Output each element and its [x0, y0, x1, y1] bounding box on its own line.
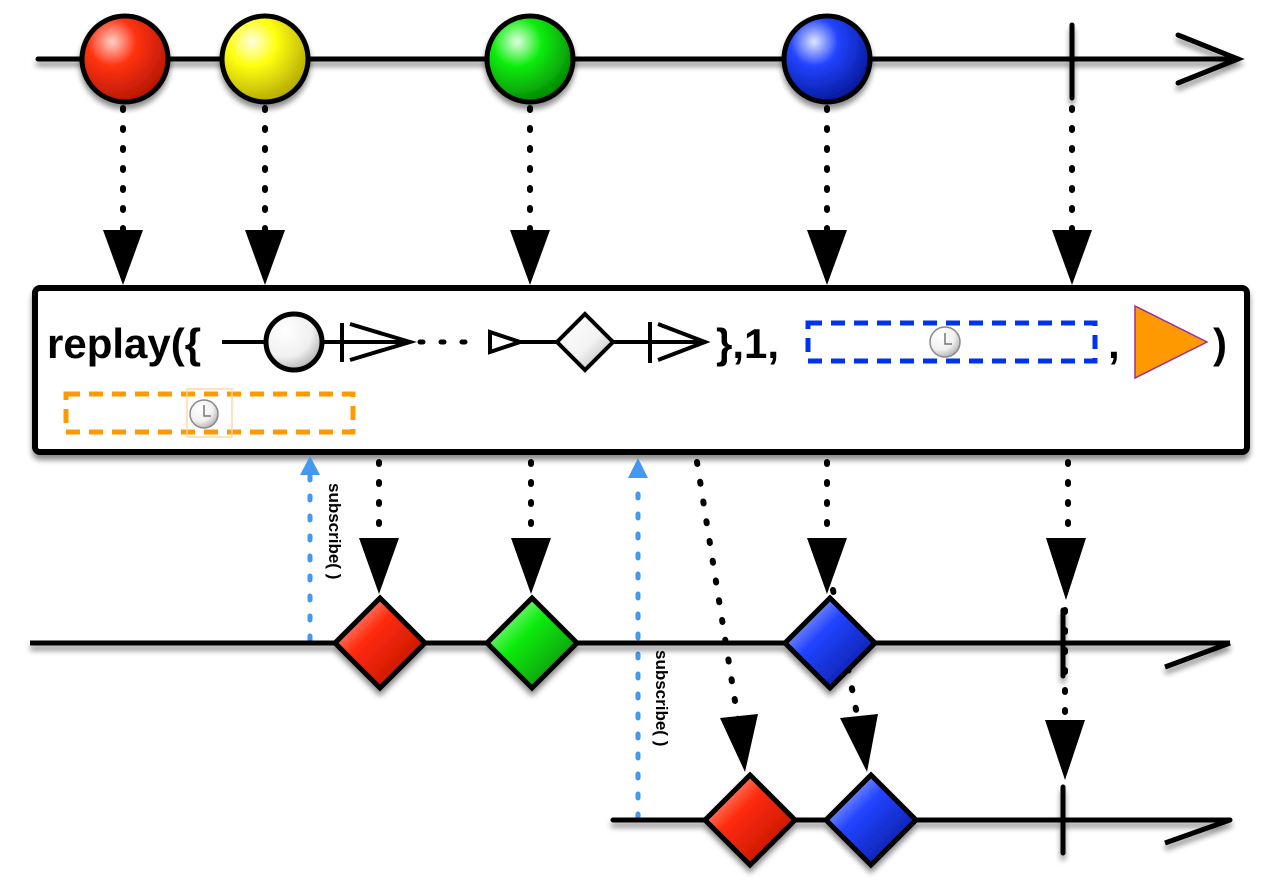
subscriber1-item-red: [331, 594, 429, 692]
arrow-up-icon: [628, 458, 648, 478]
source-to-operator-arrowheads: [103, 230, 1092, 285]
operator-comma: ,: [1108, 320, 1120, 367]
scheduler-border: [63, 391, 356, 435]
operator-name: replay({: [47, 320, 201, 367]
subscribe-label-2: subscribe( ): [652, 650, 671, 746]
arrow-down-icon: [511, 538, 551, 594]
subscriber2-item-blue: [822, 771, 920, 869]
scheduler-box: [63, 388, 356, 438]
subscribe-arrow-1: [300, 456, 320, 643]
arrow-down-icon: [807, 538, 847, 594]
operator-box: replay({ },1, , ): [32, 285, 1250, 455]
selector-output-diamond: [554, 311, 616, 373]
operator-close-paren: ): [1213, 320, 1227, 367]
subscriber1-arrowhead: [1164, 640, 1231, 670]
selector-input-marble: [263, 311, 325, 373]
arrow-down-icon: [807, 230, 847, 285]
subscriber1-item-blue: [781, 594, 879, 692]
arrow-down-icon: [1046, 538, 1086, 600]
subscriber1-item-green: [483, 594, 581, 692]
source-timeline: [35, 22, 1245, 101]
play-triangle-icon: [1134, 304, 1209, 380]
selector-diagram-icon: [222, 311, 711, 373]
operator-box-frame: [32, 285, 1250, 455]
source-timeline-arrowhead: [1175, 32, 1245, 86]
subscribe-label-1: subscribe( ): [325, 483, 344, 579]
arrow-down-icon: [245, 230, 285, 285]
arrow-down-icon: [720, 714, 758, 772]
scheduler-icon-frame: [186, 388, 233, 438]
arrow-up-icon: [300, 456, 320, 475]
operator-args-text: },1,: [716, 320, 779, 367]
arrow-down-icon: [840, 714, 878, 772]
subscriber1-arrowheads: [359, 538, 1086, 600]
source-marble-green: [484, 13, 576, 105]
operator-to-subscriber2-connectors: [694, 459, 1068, 723]
source-marble-red: [79, 13, 171, 105]
arrow-down-icon: [1052, 230, 1092, 285]
arrow-down-icon: [359, 538, 399, 594]
subscriber2-timeline: [610, 771, 1233, 869]
arrow-down-icon: [510, 230, 550, 285]
subscribe-arrow-2: [628, 458, 648, 821]
arrow-down-icon: [1045, 720, 1085, 780]
source-to-operator-connectors: [120, 105, 1075, 243]
operator-to-subscriber1-connectors: [376, 459, 1071, 548]
time-window-box: [805, 320, 1098, 364]
subscriber2-item-red: [701, 771, 799, 869]
clock-icon: [929, 326, 961, 358]
arrow-down-icon: [103, 230, 143, 285]
source-marbles: [79, 13, 873, 105]
source-marble-blue: [781, 13, 873, 105]
time-window-border: [805, 320, 1098, 364]
source-marble-yellow: [219, 13, 311, 105]
subscriber2-arrowhead: [1164, 817, 1231, 846]
subscriber2-arrowheads: [720, 714, 1085, 780]
subscriber1-timeline: [30, 594, 1231, 692]
clock-icon: [189, 399, 219, 429]
